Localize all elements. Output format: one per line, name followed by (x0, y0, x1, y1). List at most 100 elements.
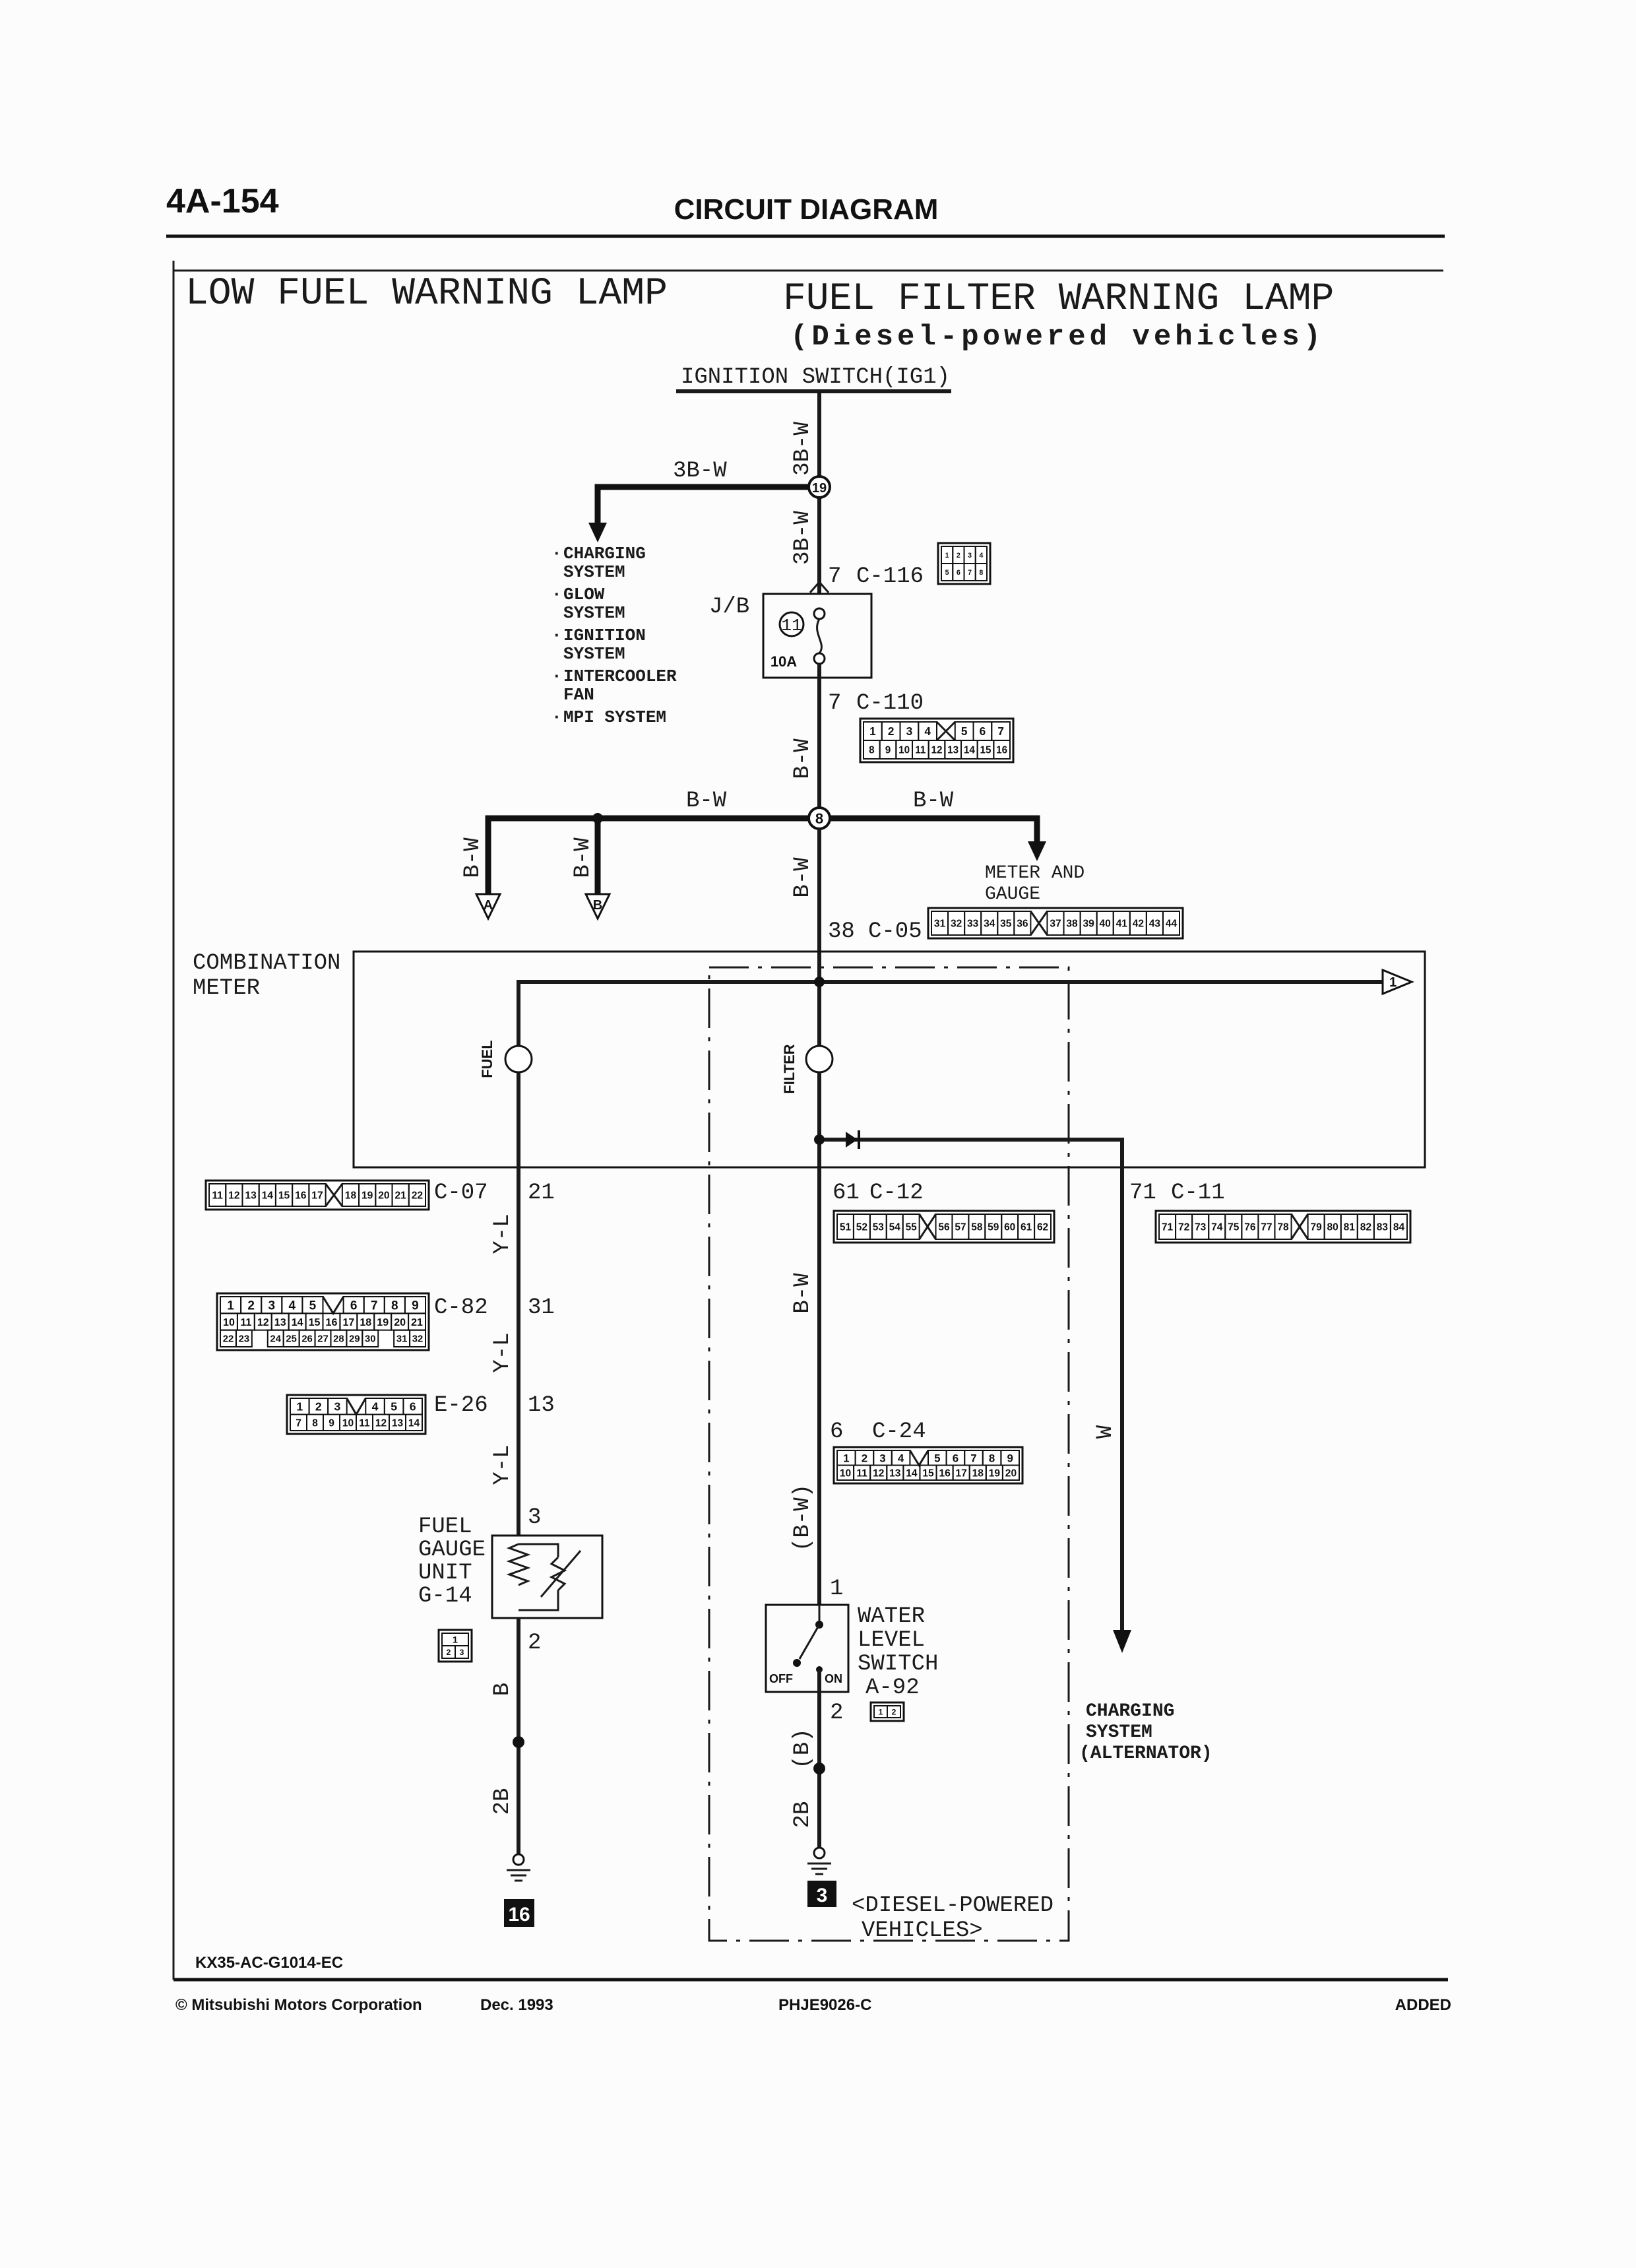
blank-cavity (1290, 1214, 1309, 1240)
pin-number: 15 (309, 1316, 321, 1328)
wire-label: W (1093, 1425, 1118, 1439)
connector-label-c24: C-24 (872, 1419, 926, 1444)
pin-number: 2 (528, 1631, 541, 1656)
pin-number: 72 (1178, 1222, 1190, 1233)
pin-number: 7 (828, 564, 841, 589)
pin-number: 20 (394, 1316, 406, 1328)
branch-destination-list: ·CHARGINGSYSTEM·GLOWSYSTEM·IGNITIONSYSTE… (551, 544, 677, 727)
pin-number: 16 (295, 1190, 307, 1202)
connector-housing (1154, 1210, 1412, 1244)
arrow-label: B (593, 898, 602, 913)
pin-number: 3 (906, 725, 913, 738)
wire-label: (B) (790, 1728, 815, 1768)
pin-number: 19 (989, 1468, 1001, 1479)
pin-number: 21 (394, 1190, 406, 1202)
pin-number: 7 (828, 691, 841, 716)
connector-label-c110: C-110 (856, 691, 924, 716)
connector-pin (1001, 1464, 1020, 1481)
pin-number: 19 (377, 1316, 389, 1328)
blank-cavity (918, 1214, 937, 1240)
pin-number: 13 (245, 1190, 257, 1202)
pin-number: 56 (938, 1222, 950, 1233)
blank-cavity (1030, 911, 1048, 936)
wire-label: 2B (490, 1788, 515, 1815)
ignition-switch-label: IGNITION SWITCH(IG1) (681, 365, 950, 390)
combination-meter-box (352, 950, 1426, 1169)
branch-destination: IGNITION (563, 626, 646, 645)
pin-number: 22 (223, 1334, 234, 1345)
pin-number: 12 (375, 1417, 387, 1429)
pin-number: 8 (391, 1299, 398, 1313)
fuel-gauge-unit-label: FUEL (418, 1514, 472, 1539)
wire-label: 3B-W (673, 459, 727, 484)
fuse-number-circle (778, 611, 805, 637)
pin-number: 8 (989, 1452, 995, 1464)
pin-number: 1 (879, 1707, 883, 1716)
fuel-gauge-unit-label: G-14 (418, 1584, 472, 1609)
pin-number: 30 (365, 1334, 376, 1345)
wire-label: Y-L (490, 1444, 515, 1485)
pin-number: 6 (410, 1400, 416, 1413)
fuse-icon (813, 607, 826, 620)
pin-number: 34 (984, 919, 995, 930)
pin-number: 11 (915, 745, 926, 756)
splice-dot (814, 977, 825, 987)
charging-system-label: CHARGING (1086, 1701, 1174, 1722)
pin-number: 16 (939, 1468, 951, 1479)
pin-number: 82 (1360, 1222, 1372, 1233)
pin-number: 8 (869, 745, 875, 756)
title-fuel-filter: FUEL FILTER WARNING LAMP (783, 278, 1334, 321)
pin-number: 13 (274, 1316, 286, 1328)
pin-number: 33 (967, 919, 979, 930)
pin-number: 21 (528, 1181, 555, 1206)
connector-pin (902, 1214, 920, 1240)
pin-number: 1 (869, 725, 876, 738)
pin-number: 24 (270, 1334, 281, 1345)
pin-number: 62 (1037, 1222, 1048, 1233)
connector-label-e26: E-26 (434, 1393, 488, 1418)
splice-dot (592, 813, 603, 824)
connector-label-c11: C-11 (1171, 1181, 1225, 1206)
pin-number: 44 (1166, 919, 1178, 930)
pin-number: 8 (312, 1417, 318, 1429)
filter-lamp-label: FILTER (781, 1044, 798, 1093)
pin-number: 80 (1327, 1222, 1338, 1233)
pin-number: 2 (830, 1701, 843, 1726)
pin-number: 13 (392, 1417, 404, 1429)
pin-number: 18 (972, 1468, 984, 1479)
title-diesel: (Diesel-powered vehicles) (790, 321, 1325, 354)
pin-number: 71 (1162, 1222, 1174, 1233)
pin-number: 32 (951, 919, 962, 930)
diesel-only-boundary (708, 966, 1070, 1942)
connector-label-c05: C-05 (868, 919, 922, 944)
blank-cavity (935, 721, 956, 742)
pin-number: 5 (945, 569, 949, 577)
pin-number: 38 (828, 919, 855, 944)
pin-number: 4 (979, 552, 983, 560)
fuse-number: 11 (781, 616, 802, 635)
water-level-switch (765, 1604, 850, 1693)
pin-number: 31 (934, 919, 946, 930)
pin-number: 3 (334, 1400, 340, 1413)
pin-number: 23 (239, 1334, 250, 1345)
wire-label: B-W (790, 738, 815, 779)
pin-number: 83 (1377, 1222, 1389, 1233)
connector-arrow-b (584, 893, 612, 921)
pin-number: 5 (934, 1452, 940, 1464)
pin-number: 11 (359, 1417, 370, 1429)
pin-number: 6 (350, 1299, 358, 1313)
connector-pin (405, 1413, 423, 1431)
pin-number: 14 (292, 1316, 303, 1328)
pin-number: 16 (326, 1316, 338, 1328)
pin-number: 17 (342, 1316, 354, 1328)
pin-number: 5 (961, 725, 968, 738)
variable-resistor-icon (540, 1550, 582, 1598)
document-number: PHJE9026-C (778, 1996, 871, 2014)
branch-destination: GLOW (563, 585, 605, 604)
pin-number: 11 (856, 1468, 867, 1479)
